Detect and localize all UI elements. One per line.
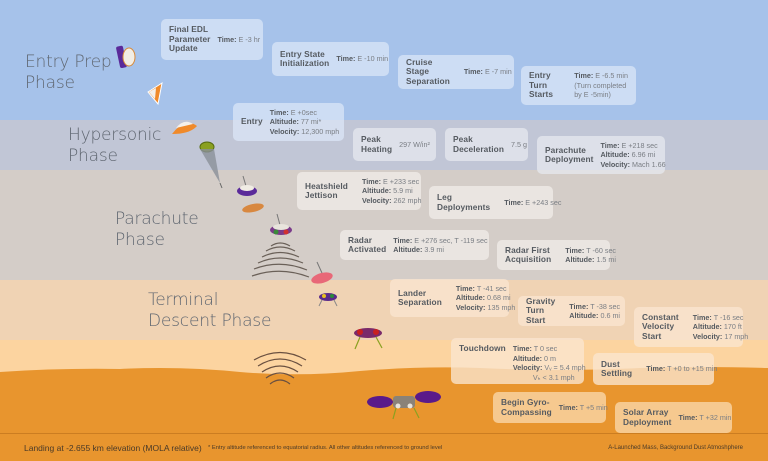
entry-capsule-icon bbox=[147, 81, 163, 106]
altitude-reference-note: * Entry altitude referenced to equatoria… bbox=[208, 445, 443, 451]
event-title: Peak Deceleration bbox=[453, 134, 505, 154]
event-details: Time: E -3 hr bbox=[217, 34, 261, 44]
event-title: Begin Gyro- Compassing bbox=[501, 397, 552, 417]
event-details: Time: T 0 sec Altitude: 0 m Velocity: Vᵥ… bbox=[512, 344, 586, 382]
conditions-note: A-Launched Mass, Background Dust Atmoshp… bbox=[608, 445, 743, 451]
backshell-lander-icon bbox=[270, 213, 292, 235]
ground-surface bbox=[0, 367, 768, 461]
event-details: 297 W/in² bbox=[399, 139, 430, 149]
lander-powered-descent-icon bbox=[318, 293, 338, 307]
event-details: Time: E +243 sec bbox=[504, 197, 562, 207]
event-card-heatshield-jettison: Heatshield Jettison Time: E +233 sec Alt… bbox=[297, 172, 422, 210]
event-card-gravity-turn-start: Gravity Turn Start Time: T -38 sec Altit… bbox=[518, 296, 625, 326]
event-details: Time: E +233 sec Altitude: 5.9 mi Veloci… bbox=[361, 176, 422, 205]
lander-gravity-turn-icon bbox=[354, 328, 383, 350]
event-title: Entry bbox=[241, 116, 263, 127]
event-title: Parachute Deployment bbox=[545, 144, 594, 164]
event-card-radar-activated: Radar Activated Time: E +276 sec, T -119… bbox=[340, 230, 489, 260]
event-title: Radar Activated bbox=[348, 234, 387, 254]
event-card-lander-separation: Lander Separation Time: T -41 sec Altitu… bbox=[390, 279, 515, 317]
event-card-touchdown: Touchdown Time: T 0 sec Altitude: 0 m Ve… bbox=[451, 338, 586, 384]
event-card-begin-gyro-compassing: Begin Gyro- Compassing Time: T +5 min bbox=[493, 392, 608, 423]
event-card-entry-turn-starts: Entry Turn Starts Time: E -6.5 min (Turn… bbox=[521, 66, 636, 105]
event-details: Time: T -16 sec Altitude: 170 ft Velocit… bbox=[692, 312, 749, 341]
event-card-solar-array-deployment: Solar Array Deployment Time: T +32 min bbox=[615, 402, 732, 433]
event-title: Entry State Initialization bbox=[280, 48, 330, 68]
event-title: Leg Deployments bbox=[437, 192, 491, 212]
heatshield-jettison-icon bbox=[237, 175, 264, 213]
event-details: Time: T +0 to +15 min bbox=[646, 364, 718, 374]
event-details: Time: E -6.5 min (Turn completed by E -5… bbox=[574, 71, 628, 100]
event-title: Radar First Acquisition bbox=[505, 244, 552, 264]
event-card-final-edl-update: Final EDL Parameter Update Time: E -3 hr bbox=[161, 19, 263, 60]
phase-label-parachute: Parachute Phase bbox=[115, 209, 199, 250]
event-details: Time: T -38 sec Altitude: 0.6 mi bbox=[569, 301, 621, 321]
event-details: Time: E +0sec Altitude: 77 mi* Velocity:… bbox=[269, 107, 340, 136]
event-title: Entry Turn Starts bbox=[529, 70, 554, 100]
event-card-leg-deployments: Leg Deployments Time: E +243 sec bbox=[429, 186, 561, 219]
event-card-radar-first-acquisition: Radar First Acquisition Time: T -60 sec … bbox=[497, 240, 616, 270]
cruise-stage-icon bbox=[116, 45, 136, 69]
event-card-cruise-stage-separation: Cruise Stage Separation Time: E -7 min bbox=[398, 55, 514, 89]
event-title: Peak Heating bbox=[361, 134, 393, 154]
event-title: Touchdown bbox=[459, 343, 506, 353]
event-details: Time: E +276 sec, T -119 sec Altitude: 3… bbox=[393, 235, 488, 255]
event-details: Time: T -41 sec Altitude: 0.68 mi Veloci… bbox=[455, 283, 516, 312]
landing-elevation-note: Landing at -2.655 km elevation (MOLA rel… bbox=[24, 443, 202, 453]
event-details: Time: T +32 min bbox=[678, 412, 732, 422]
event-details: Time: T +5 min bbox=[558, 402, 608, 412]
event-title: Final EDL Parameter Update bbox=[169, 24, 211, 54]
event-card-entry-state-initialization: Entry State Initialization Time: E -10 m… bbox=[272, 42, 389, 76]
parachute-icon bbox=[199, 141, 223, 189]
touchdown-signal-icon bbox=[253, 351, 307, 385]
event-card-peak-deceleration: Peak Deceleration 7.5 g bbox=[445, 128, 528, 161]
event-title: Heatshield Jettison bbox=[305, 180, 348, 200]
event-title: Cruise Stage Separation bbox=[406, 56, 450, 86]
phase-label-hypersonic: Hypersonic Phase bbox=[68, 125, 162, 166]
landed-lander-icon bbox=[367, 391, 441, 420]
event-title: Gravity Turn Start bbox=[526, 295, 556, 325]
event-details: Time: E +218 sec Altitude: 6.96 mi Veloc… bbox=[600, 140, 666, 169]
radar-signal-icon bbox=[251, 242, 310, 278]
event-card-dust-settling: Dust Settling Time: T +0 to +15 min bbox=[593, 353, 718, 385]
backshell-icon bbox=[311, 261, 333, 284]
event-title: Solar Array Deployment bbox=[623, 407, 672, 427]
event-card-peak-heating: Peak Heating 297 W/in² bbox=[353, 128, 436, 161]
event-card-constant-velocity-start: Constant Velocity Start Time: T -16 sec … bbox=[634, 307, 748, 347]
phase-label-terminal-descent: Terminal Descent Phase bbox=[148, 290, 272, 331]
event-details: Time: E -10 min bbox=[336, 54, 389, 64]
phase-label-entry-prep: Entry Prep Phase bbox=[25, 52, 112, 93]
event-title: Lander Separation bbox=[398, 287, 442, 307]
event-details: Time: T -60 sec Altitude: 1.5 mi bbox=[565, 245, 617, 265]
event-title: Dust Settling bbox=[601, 358, 633, 378]
hypersonic-capsule-icon bbox=[172, 121, 197, 134]
event-title: Constant Velocity Start bbox=[642, 311, 679, 341]
event-details: Time: E -7 min bbox=[463, 67, 512, 77]
event-details: 7.5 g bbox=[511, 139, 528, 149]
footer-divider bbox=[0, 433, 768, 434]
event-card-entry: Entry Time: E +0sec Altitude: 77 mi* Vel… bbox=[233, 103, 344, 141]
event-card-parachute-deployment: Parachute Deployment Time: E +218 sec Al… bbox=[537, 136, 666, 174]
